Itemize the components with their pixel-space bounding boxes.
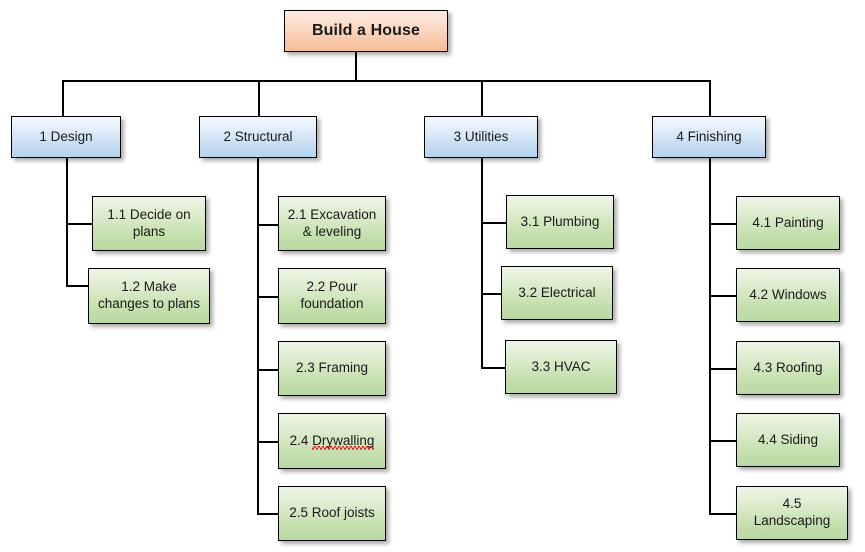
node-task-2-3-label: 2.3 Framing — [295, 360, 369, 376]
node-phase-4-label: 4 Finishing — [676, 128, 742, 144]
node-phase-3-utilities[interactable]: 3 Utilities — [424, 116, 538, 158]
node-task-2-4[interactable]: 2.4 Drywalling — [278, 413, 386, 469]
node-task-2-4-label: 2.4 Drywalling — [285, 433, 379, 450]
node-phase-3-label: 3 Utilities — [453, 128, 509, 144]
connector-stub-4-3 — [709, 368, 737, 370]
node-task-2-1[interactable]: 2.1 Excavation & leveling — [278, 196, 386, 251]
connector-bus-drop-4 — [709, 80, 711, 116]
node-task-4-1[interactable]: 4.1 Painting — [736, 196, 840, 250]
connector-root-bus — [62, 80, 710, 82]
connector-stub-2-3 — [257, 369, 279, 371]
connector-stub-4-5 — [709, 513, 737, 515]
node-task-4-5[interactable]: 4.5 Landscaping — [736, 486, 848, 540]
node-task-3-2[interactable]: 3.2 Electrical — [501, 266, 613, 320]
connector-stub-3-3 — [481, 367, 506, 369]
node-phase-2-label: 2 Structural — [223, 128, 293, 144]
connector-spine-phase-1 — [66, 158, 68, 286]
node-task-4-4[interactable]: 4.4 Siding — [736, 413, 840, 467]
connector-spine-phase-4 — [709, 158, 711, 514]
node-phase-4-finishing[interactable]: 4 Finishing — [652, 116, 766, 158]
connector-stub-3-1 — [481, 222, 507, 224]
node-task-1-2[interactable]: 1.2 Make changes to plans — [88, 268, 210, 324]
connector-stub-2-4 — [257, 441, 279, 443]
connector-stub-3-2 — [481, 293, 502, 295]
node-task-4-2[interactable]: 4.2 Windows — [736, 268, 840, 322]
connector-root-stem — [355, 52, 357, 81]
node-task-4-3-label: 4.3 Roofing — [753, 359, 823, 375]
node-task-2-5-label: 2.5 Roof joists — [289, 505, 375, 521]
node-task-3-1[interactable]: 3.1 Plumbing — [506, 195, 614, 249]
node-task-1-1-label: 1.1 Decide on plans — [107, 206, 191, 239]
connector-spine-phase-3 — [481, 158, 483, 368]
connector-stub-4-2 — [709, 295, 737, 297]
node-task-2-4-prefix: 2.4 — [289, 432, 313, 448]
node-task-4-2-label: 4.2 Windows — [749, 286, 827, 302]
connector-stub-2-2 — [257, 296, 279, 298]
connector-stub-1-1 — [66, 223, 93, 225]
node-phase-1-label: 1 Design — [39, 128, 93, 144]
connector-stub-1-2 — [66, 285, 93, 287]
node-task-2-1-label: 2.1 Excavation & leveling — [287, 206, 377, 239]
connector-spine-phase-2 — [257, 158, 259, 514]
node-root-build-a-house[interactable]: Build a House — [284, 10, 448, 52]
node-phase-2-structural[interactable]: 2 Structural — [199, 116, 317, 158]
node-root-label: Build a House — [312, 22, 420, 39]
node-task-3-2-label: 3.2 Electrical — [518, 284, 596, 300]
node-task-4-1-label: 4.1 Painting — [752, 214, 824, 230]
connector-bus-drop-1 — [62, 80, 64, 116]
node-task-2-2[interactable]: 2.2 Pour foundation — [278, 268, 386, 324]
connector-bus-drop-3 — [481, 80, 483, 116]
node-task-2-2-label: 2.2 Pour foundation — [300, 279, 364, 311]
node-task-1-2-label: 1.2 Make changes to plans — [97, 279, 201, 311]
node-task-4-4-label: 4.4 Siding — [757, 431, 819, 447]
connector-stub-4-4 — [709, 440, 737, 442]
node-task-2-4-misspelled-word: Drywalling — [312, 432, 375, 448]
node-task-4-5-label: 4.5 Landscaping — [753, 496, 831, 528]
connector-bus-drop-2 — [258, 80, 260, 116]
node-task-3-1-label: 3.1 Plumbing — [520, 213, 600, 229]
node-task-2-3[interactable]: 2.3 Framing — [278, 341, 386, 396]
connector-stub-2-5 — [257, 513, 279, 515]
node-phase-1-design[interactable]: 1 Design — [11, 116, 121, 158]
node-task-3-3[interactable]: 3.3 HVAC — [505, 340, 617, 394]
connector-stub-2-1 — [257, 224, 279, 226]
node-task-4-3[interactable]: 4.3 Roofing — [736, 341, 840, 395]
node-task-1-1[interactable]: 1.1 Decide on plans — [92, 196, 206, 251]
connector-stub-4-1 — [709, 223, 737, 225]
node-task-3-3-label: 3.3 HVAC — [531, 358, 591, 374]
node-task-2-5[interactable]: 2.5 Roof joists — [278, 486, 386, 541]
